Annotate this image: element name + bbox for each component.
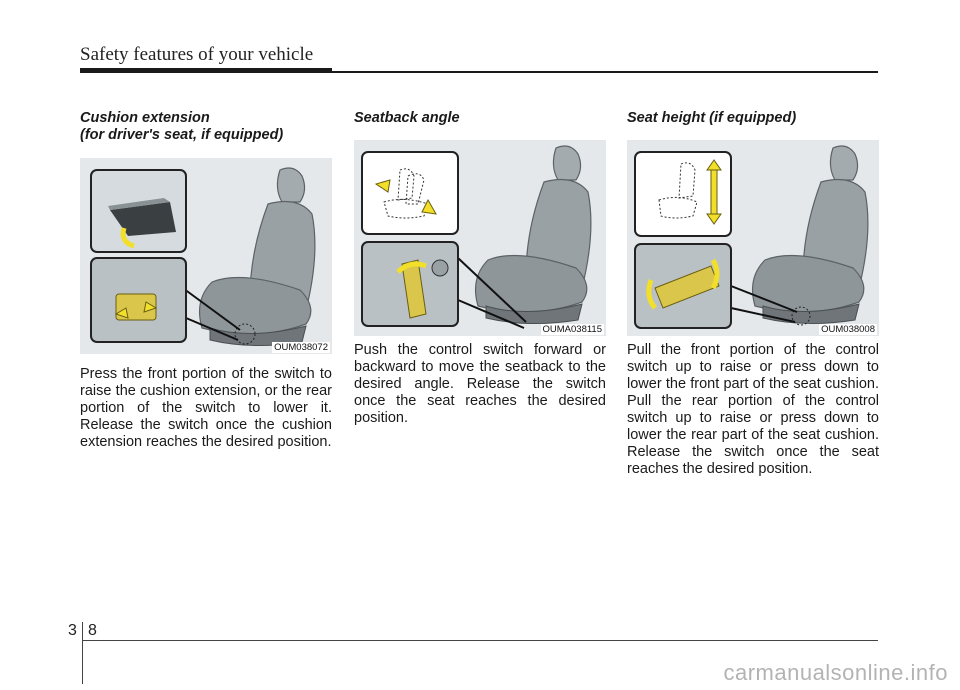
figure-cushion-extension: OUM038072: [80, 158, 332, 354]
arrow-right-icon: [421, 198, 437, 215]
chapter-number: 3: [68, 622, 77, 639]
arrow-icon: [396, 261, 427, 274]
body-text: Press the front portion of the switch to…: [80, 366, 332, 450]
page-number: 8: [88, 622, 97, 639]
figure-code: OUMA038115: [540, 324, 604, 335]
header-rule-thick: [80, 68, 332, 73]
body-text: Pull the front portion of the control sw…: [627, 342, 879, 477]
arrow-vertical-icon: [710, 167, 718, 217]
arrow-left-icon: [374, 179, 391, 193]
inset-bottom: [361, 241, 459, 327]
heading-line-1: Cushion extension: [80, 110, 210, 126]
arrow-icon: [143, 301, 158, 313]
heading-line-1: Seatback angle: [354, 110, 460, 126]
watermark: carmanualsonline.info: [723, 660, 948, 685]
inset-bottom: [634, 243, 732, 329]
inset-bottom: [90, 257, 187, 343]
section-cushion-extension: Cushion extension (for driver's seat, if…: [80, 110, 332, 143]
footer-horizontal-rule: [83, 640, 878, 641]
inset-top: [634, 151, 732, 237]
heading-line-1: Seat height (if equipped): [627, 110, 797, 126]
section-heading: Seatback angle: [354, 110, 606, 140]
figure-seatback-angle: OUMA038115: [354, 140, 606, 336]
figure-code: OUM038072: [272, 342, 330, 353]
figure-code: OUM038008: [819, 324, 877, 335]
arrow-icon: [710, 258, 720, 290]
footer-vertical-rule: [82, 622, 83, 684]
arrow-icon: [114, 307, 129, 319]
section-seat-height: Seat height (if equipped): [627, 110, 879, 140]
section-heading: Seat height (if equipped): [627, 110, 879, 140]
heading-line-2: (for driver's seat, if equipped): [80, 127, 284, 143]
section-heading: Cushion extension (for driver's seat, if…: [80, 110, 332, 143]
figure-seat-height: OUM038008: [627, 140, 879, 336]
arrow-icon: [646, 279, 657, 310]
seat-illustration: [752, 145, 869, 325]
inset-top: [90, 169, 187, 253]
header-rule-thin: [332, 71, 878, 73]
body-text: Push the control switch forward or backw…: [354, 342, 606, 426]
seat-illustration: [475, 145, 592, 325]
header-title: Safety features of your vehicle: [80, 44, 314, 65]
arrow-icon: [120, 227, 135, 249]
seat-illustration: [199, 167, 316, 347]
inset-top: [361, 151, 459, 235]
section-seatback-angle: Seatback angle: [354, 110, 606, 140]
